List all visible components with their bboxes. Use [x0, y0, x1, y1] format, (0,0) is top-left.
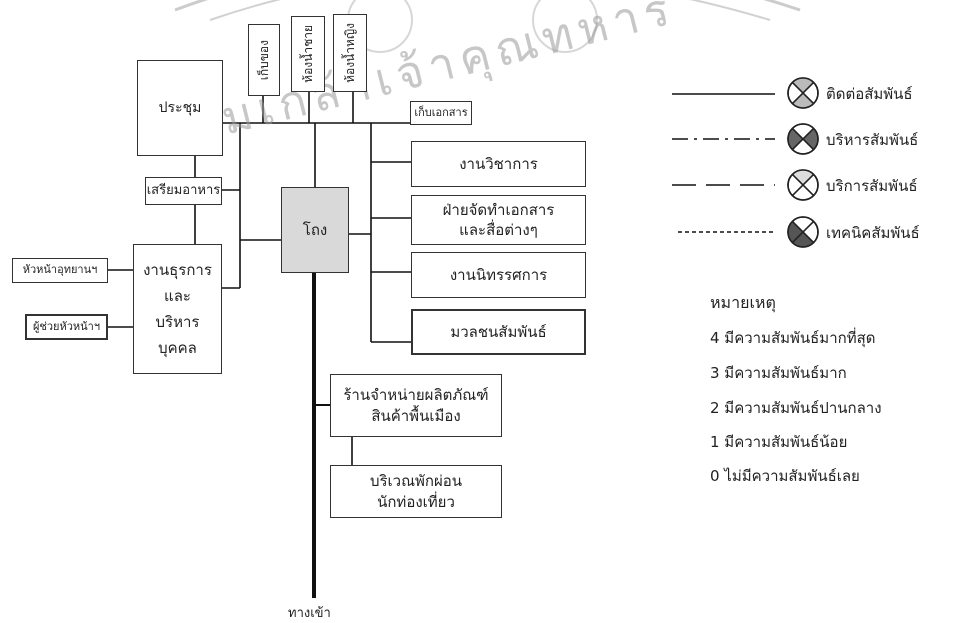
exhibition-work: งานนิทรรศการ	[411, 252, 586, 298]
tourist-rest-area: บริเวณพักผ่อน นักท่องเที่ยว	[330, 465, 502, 518]
note-item: 3 มีความสัมพันธ์มาก	[710, 364, 847, 382]
entrance-label: ทางเข้า	[288, 606, 331, 621]
souvenir-shop: ร้านจำหน่ายผลิตภัณฑ์ สินค้าพื้นเมือง	[330, 374, 502, 437]
food-prep: เสรียมอาหาร	[145, 177, 222, 205]
publishing-dept: ฝ่ายจัดทำเอกสาร และสื่อต่างๆ	[411, 195, 586, 245]
public-relations: มวลชนสัมพันธ์	[411, 309, 586, 355]
men-restroom: ห้องน้ำชาย	[291, 16, 325, 92]
circle-x-icon	[787, 169, 819, 201]
note-item: 1 มีความสัมพันธ์น้อย	[710, 433, 848, 451]
assistant-head: ผู้ช่วยหัวหน้าฯ	[25, 314, 108, 340]
academic-work: งานวิชาการ	[411, 141, 586, 187]
hall: โถง	[281, 187, 349, 273]
storage-room: เก็บของ	[248, 24, 280, 96]
note-item: 0 ไม่มีความสัมพันธ์เลย	[710, 467, 860, 485]
legend-label-administrative: บริหารสัมพันธ์	[826, 131, 919, 149]
legend-label-service: บริการสัมพันธ์	[826, 177, 918, 195]
notes-title: หมายเหตุ	[710, 293, 776, 312]
legend-lines	[672, 93, 775, 233]
document-storage: เก็บเอกสาร	[410, 101, 472, 125]
legend-icons	[787, 77, 819, 248]
note-item: 4 มีความสัมพันธ์มากที่สุด	[710, 329, 876, 347]
circle-x-icon	[787, 216, 819, 248]
women-restroom: ห้องน้ำหญิง	[333, 14, 367, 92]
head-of-park: หัวหน้าอุทยานฯ	[12, 258, 108, 283]
circle-x-icon	[787, 77, 819, 109]
legend-label-technical: เทคนิคสัมพันธ์	[826, 224, 920, 242]
legend-label-contact: ติดต่อสัมพันธ์	[826, 85, 913, 103]
note-item: 2 มีความสัมพันธ์ปานกลาง	[710, 399, 882, 417]
meeting-room: ประชุม	[137, 60, 223, 156]
admin-personnel: งานธุรการ และ บริหาร บุคคล	[133, 244, 222, 374]
circle-x-icon	[787, 123, 819, 155]
